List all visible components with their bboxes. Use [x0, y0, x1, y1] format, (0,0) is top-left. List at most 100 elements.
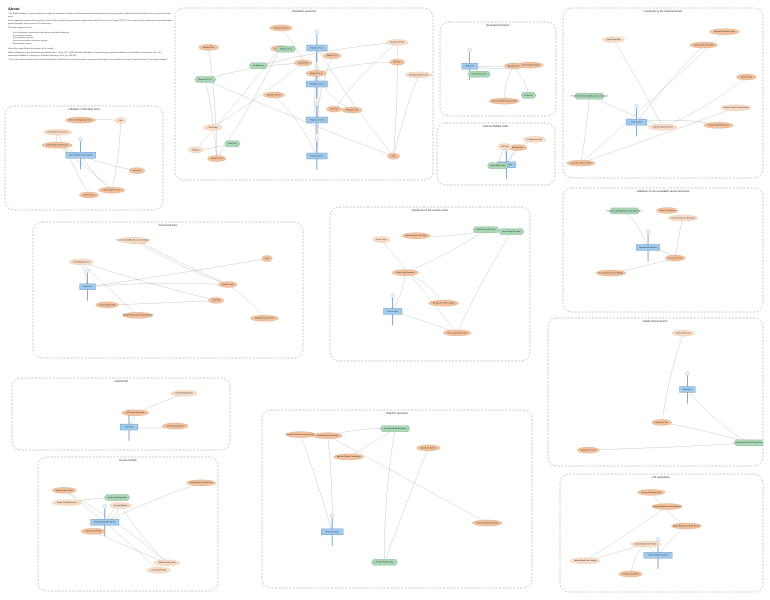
variable-node[interactable]: Life Expectancy Normal	[618, 570, 643, 578]
variable-node[interactable]: Family Response to Social Norm	[186, 479, 216, 486]
variable-node[interactable]: Labor Utilization Fraction	[98, 186, 125, 194]
variable-node[interactable]: Average Life Industrial Capital	[709, 28, 740, 35]
variable-node[interactable]: Persistent Pollution Index	[170, 390, 198, 397]
variable-node[interactable]: Average Life of Service Capital	[428, 300, 459, 307]
variable-node[interactable]: Population Equilibrium Time	[404, 71, 433, 78]
stock-node[interactable]: Population 0 To 14	[306, 44, 328, 52]
variable-node[interactable]: Capital Output Ratio	[602, 36, 625, 43]
stock-node[interactable]: Arable Land	[461, 62, 478, 70]
variable-node[interactable]: Ha Per Gha	[520, 92, 537, 99]
variable-node[interactable]: Consumption Industrial Output	[566, 159, 596, 167]
variable-node[interactable]: Urban Industrial Land	[467, 71, 491, 78]
stock-node[interactable]: Nonrenewable Resources	[636, 244, 660, 251]
variable-node[interactable]: Lifetime Multiplier from Health Services	[671, 522, 702, 530]
variable-node[interactable]: Death Rate	[326, 106, 342, 113]
variable-node[interactable]: Mortality 15 To 44	[305, 70, 327, 77]
variable-node[interactable]: Maximum Total Fertility	[81, 528, 106, 535]
stock-node[interactable]: Labor Utilization Fraction Delayed	[65, 152, 96, 159]
variable-node[interactable]: Persistent Pollution Generation	[312, 432, 343, 439]
variable-node[interactable]: Industrial Capital Depreciation	[703, 122, 734, 129]
stock-node[interactable]: Service Capital	[383, 308, 403, 315]
variable-node[interactable]: Industrial Capital Investment	[648, 124, 678, 131]
variable-node[interactable]: Fertility Control Effectiveness	[51, 499, 82, 506]
variable-node[interactable]: Birth Rate	[389, 59, 405, 66]
variable-node[interactable]: Assimilation Half Life	[416, 444, 441, 452]
variable-node[interactable]: Potential Jobs Agricultural Sector	[65, 117, 96, 124]
variable-node[interactable]: Health Services Per Capita	[472, 226, 500, 233]
variable-node[interactable]: Land Fertility Degradation	[161, 422, 189, 430]
stock-node[interactable]: Population 45 To 64	[306, 116, 328, 124]
stock-node[interactable]: Lifetime Multiplier from Food	[643, 552, 673, 559]
sector-nonrenew[interactable]: Utilization of non-renewable natural res…	[562, 187, 764, 313]
variable-node[interactable]: Persistent Pollution Assimilation	[379, 425, 411, 432]
variable-node[interactable]: Fraction of Population Urban	[637, 489, 666, 496]
variable-node[interactable]: Urban Industrial Land	[671, 330, 695, 337]
stock-node[interactable]: Industrial Capital	[626, 118, 647, 126]
variable-node[interactable]: Maturation 64 To 65	[263, 91, 285, 99]
variable-node[interactable]: Land Development Rate	[95, 301, 119, 309]
variable-node[interactable]: Service Output	[372, 236, 391, 243]
variable-node[interactable]: Industrial Output Per Capita	[689, 41, 718, 49]
stock-node[interactable]: Arable Land	[79, 283, 96, 290]
variable-node[interactable]: Persistent Pollution Transmission Delay	[285, 431, 316, 438]
stock-node[interactable]: Persistent Pollution	[320, 528, 344, 536]
variable-node[interactable]: Births	[387, 153, 400, 160]
stock-node[interactable]: Land Fertility	[119, 423, 139, 431]
variable-node[interactable]: Land Removal for Urban Industrial Use	[733, 439, 765, 446]
variable-node[interactable]: Maturation 44 To 45	[386, 39, 409, 46]
variable-node[interactable]: Lifetime Multiplier from Pollution	[630, 540, 661, 548]
variable-node[interactable]: Resource Technology	[656, 207, 679, 214]
variable-node[interactable]: Potential Jobs Industrial Sector	[41, 142, 73, 149]
variable-node[interactable]: Food Per Capita	[218, 281, 238, 288]
variable-node[interactable]: Deaths 0 To 14	[323, 52, 342, 59]
variable-node[interactable]: Total Agricultural Investment	[250, 315, 279, 322]
stock-node[interactable]: Population 65 Plus	[306, 152, 328, 160]
stock-node[interactable]: Desired Completed Family Size	[90, 519, 120, 526]
variable-node[interactable]: Service Capital Investment	[392, 269, 419, 276]
variable-node[interactable]: Labor Force	[224, 140, 241, 147]
variable-node[interactable]: Industrial Output Per Capita Desired	[720, 104, 751, 111]
stock-node[interactable]: Arable Land	[679, 386, 696, 393]
variable-node[interactable]: Education Services Per Capita	[401, 232, 431, 239]
variable-node[interactable]: Crowding Multiplier from Industrializati…	[651, 503, 683, 510]
variable-node[interactable]: Mortality 65 Plus	[198, 44, 219, 51]
variable-node[interactable]: Potential Jobs Service Sector	[43, 129, 72, 136]
variable-node[interactable]: Service Capital Depreciation	[443, 329, 472, 336]
variable-node[interactable]: Family Income Expectation	[104, 494, 130, 501]
variable-node[interactable]: Average Life of Land	[577, 447, 600, 454]
variable-node[interactable]: Life Expectancy	[248, 62, 268, 69]
variable-node[interactable]: Deaths 65 Plus	[294, 59, 313, 67]
sector-industrial[interactable]: Investment in the industrial sectorIndus…	[562, 7, 764, 179]
variable-node[interactable]: Population	[188, 146, 204, 154]
sector-service[interactable]: Investment in the service sectorService …	[329, 206, 531, 362]
variable-node[interactable]: Labor Force	[128, 167, 145, 174]
variable-node[interactable]: Service Output Per Capita	[498, 228, 525, 235]
variable-node[interactable]: Fecundity Multiplier	[109, 502, 132, 509]
variable-node[interactable]: Agricultural Material Toxicity Index	[333, 453, 364, 460]
variable-node[interactable]: Jobs	[115, 117, 127, 124]
variable-node[interactable]: Resource Use Rate	[665, 254, 686, 262]
variable-node[interactable]: Land Erosion Rate	[651, 419, 672, 426]
variable-node[interactable]: GDP Index	[497, 143, 513, 150]
variable-node[interactable]: Mortality 0 To 14	[275, 46, 296, 53]
variable-node[interactable]: Total Fertility	[203, 124, 223, 131]
variable-node[interactable]: Desired Total Fertility	[146, 567, 171, 574]
variable-node[interactable]: Fraction of Capital Allocated to Obtaini…	[607, 207, 643, 215]
variable-node[interactable]: Life Expectancy Index	[523, 136, 546, 143]
variable-node[interactable]: Persistent Pollution Index	[371, 559, 398, 566]
variable-node[interactable]: Social Family Size Norm	[52, 487, 77, 494]
variable-node[interactable]: Fraction of Industrial Output Allocated …	[571, 93, 608, 100]
variable-node[interactable]: Potentially Arable Land	[69, 258, 94, 266]
variable-node[interactable]: Food	[261, 255, 273, 262]
variable-node[interactable]: Persistent Pollution Generation Rate	[489, 98, 520, 105]
